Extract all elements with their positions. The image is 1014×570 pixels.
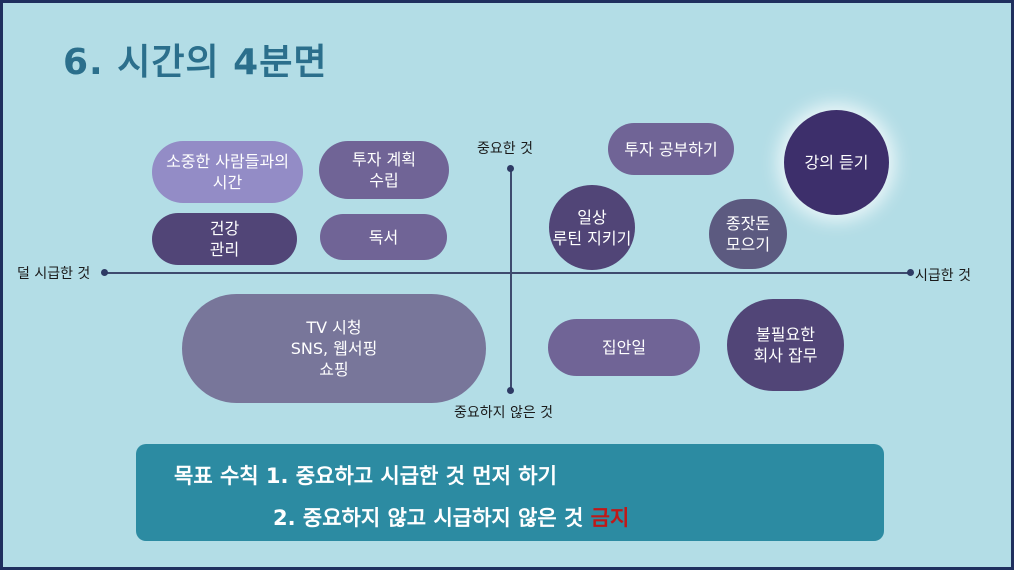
axis-label-urgent: 시급한 것: [915, 268, 971, 284]
bubble-housework: 집안일: [548, 319, 700, 376]
axis-left-dot: [101, 269, 108, 276]
axis-label-less-urgent: 덜 시급한 것: [17, 266, 91, 282]
goal-rule-1: 목표 수칙 1. 중요하고 시급한 것 먼저 하기: [174, 464, 557, 488]
forbidden-label: 금지: [590, 506, 630, 530]
bubble-daily-routine: 일상 루틴 지키기: [549, 185, 635, 270]
axis-bottom-dot: [507, 387, 514, 394]
bubble-health: 건강 관리: [152, 213, 297, 265]
urgency-axis: [104, 272, 911, 274]
bubble-office-chores: 불필요한 회사 잡무: [727, 299, 844, 391]
bubble-invest-study: 투자 공부하기: [608, 123, 734, 175]
bubble-tv-sns: TV 시청 SNS, 웹서핑 쇼핑: [182, 294, 486, 403]
bubble-lecture: 강의 듣기: [784, 110, 889, 215]
bubble-seed-money: 종잣돈 모으기: [709, 199, 787, 269]
page-title: 6. 시간의 4분면: [63, 42, 328, 83]
bubble-invest-plan: 투자 계획 수립: [319, 141, 449, 199]
axis-label-not-important: 중요하지 않은 것: [454, 405, 554, 421]
bubble-reading: 독서: [320, 214, 447, 260]
axis-right-dot: [907, 269, 914, 276]
axis-top-dot: [507, 165, 514, 172]
goal-rules-box: 목표 수칙 1. 중요하고 시급한 것 먼저 하기 2. 중요하지 않고 시급하…: [136, 444, 884, 541]
goal-rule-2: 2. 중요하지 않고 시급하지 않은 것 금지: [273, 502, 629, 532]
bubble-people-time: 소중한 사람들과의 시간: [152, 141, 303, 203]
importance-axis: [510, 168, 512, 391]
axis-label-important: 중요한 것: [477, 141, 533, 157]
goal-rule-2-text: 2. 중요하지 않고 시급하지 않은 것: [273, 506, 584, 530]
